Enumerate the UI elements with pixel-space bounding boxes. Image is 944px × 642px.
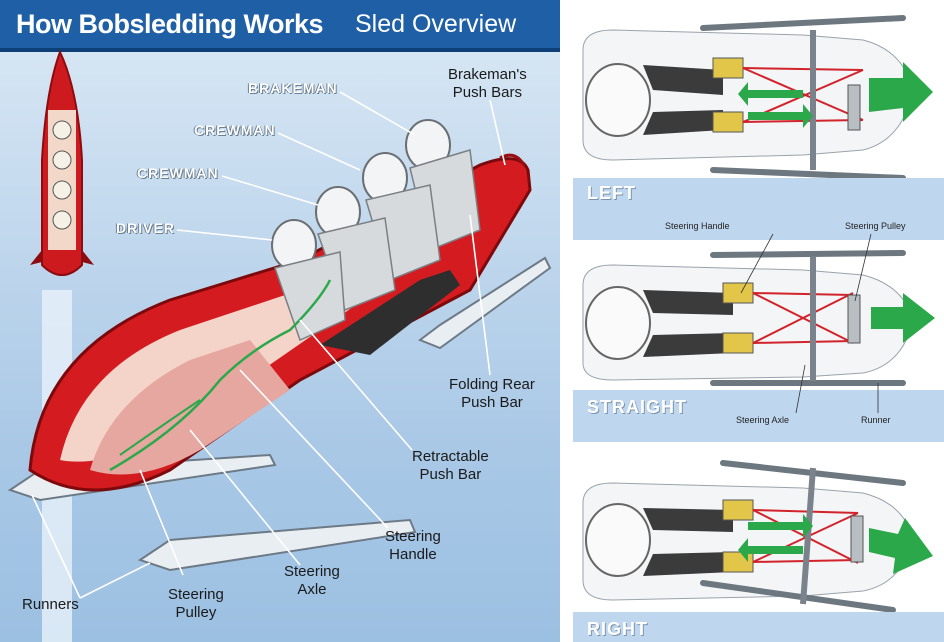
callout-text-line: Steering <box>284 563 340 580</box>
callout-folding-rear-push-bar: Folding Rear Push Bar <box>449 376 535 412</box>
callout-brakemans-push-bars: Brakeman's Push Bars <box>448 66 527 102</box>
title-sub: Sled Overview <box>355 10 517 38</box>
label-left: LEFT <box>587 183 636 203</box>
view-right-illustration <box>573 442 944 642</box>
leader-lines <box>31 91 506 599</box>
label-straight: STRAIGHT <box>587 397 687 417</box>
callout-steering-handle: Steering Handle <box>385 528 441 564</box>
callout-text-line: Steering <box>168 586 224 603</box>
title-bar: How Bobsledding Works Sled Overview <box>0 0 560 52</box>
view-left-illustration <box>573 0 944 215</box>
callout-text-line: Brakeman's <box>448 66 527 83</box>
label-brakeman: BRAKEMAN <box>248 80 338 96</box>
steering-views-panel: LEFT <box>573 0 944 642</box>
label-driver: DRIVER <box>116 220 175 236</box>
callout-text-line: Pulley <box>175 604 217 621</box>
callout-text-line: Push Bar <box>419 466 482 483</box>
crew-helmets <box>271 119 451 271</box>
callout-steering-axle: Steering Axle <box>284 563 340 599</box>
label-steering-pulley: Steering Pulley <box>845 221 906 231</box>
label-crewman-2: CREWMAN <box>137 165 219 181</box>
label-steering-handle: Steering Handle <box>665 221 730 231</box>
callout-text-line: Folding Rear <box>449 376 535 393</box>
callout-text-line: Axle <box>297 581 327 598</box>
callout-runners: Runners <box>22 596 79 613</box>
callout-steering-pulley: Steering Pulley <box>168 586 224 622</box>
label-runner: Runner <box>861 415 891 425</box>
sled-illustration <box>7 49 552 642</box>
callout-text-line: Retractable <box>412 448 489 465</box>
view-right: RIGHT <box>573 428 944 642</box>
title-main: How Bobsledding Works <box>16 9 324 39</box>
view-left: LEFT <box>573 0 944 215</box>
view-straight: Steering Handle Steering Pulley STRAIGHT… <box>573 215 944 428</box>
label-steering-axle: Steering Axle <box>736 415 790 425</box>
callout-text-line: Handle <box>389 546 437 563</box>
callout-text-line: Push Bars <box>452 84 522 101</box>
crew-bodies <box>274 149 481 342</box>
mini-sled-icon <box>30 49 94 276</box>
label-right: RIGHT <box>587 619 648 639</box>
callout-retractable-push-bar: Retractable Push Bar <box>412 448 489 484</box>
view-straight-illustration <box>573 233 944 428</box>
sled-overview-panel: How Bobsledding Works Sled Overview <box>0 0 560 642</box>
callout-text-line: Steering <box>385 528 441 545</box>
callout-text-line: Push Bar <box>461 394 523 411</box>
label-crewman-1: CREWMAN <box>194 122 276 138</box>
